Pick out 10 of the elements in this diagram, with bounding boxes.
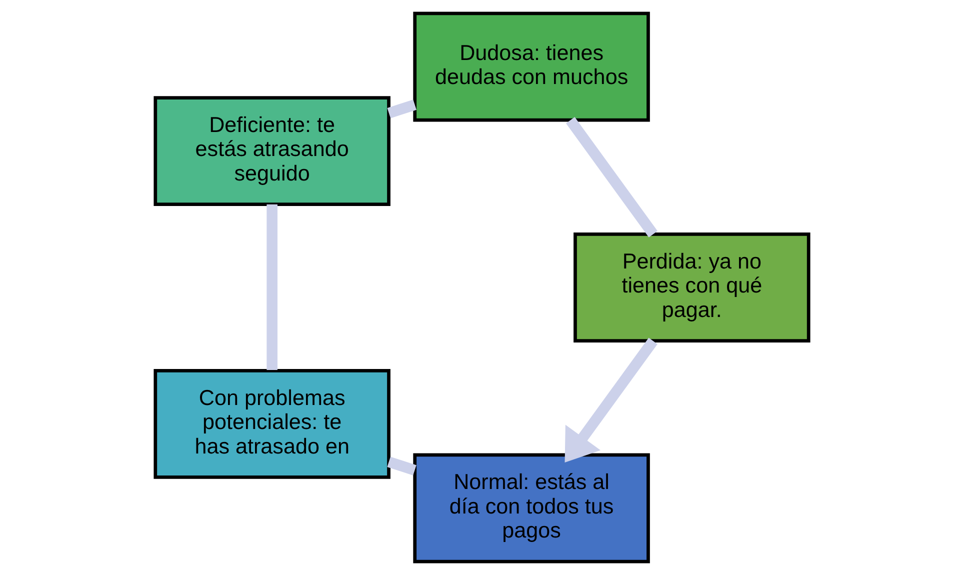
connector (387, 456, 416, 476)
arrow (564, 338, 658, 462)
connector (266, 204, 278, 370)
connector (387, 100, 416, 118)
node-box: Perdida: ya no tienes con qué pagar. (574, 232, 810, 342)
connector (566, 117, 658, 238)
node-box: Con problemas potenciales: te has atrasado en (154, 368, 390, 479)
node-box: Dudosa: tienes deudas con muchos (413, 12, 650, 122)
node-box: Deficiente: te estás atrasando seguido (154, 96, 390, 206)
node-box: Normal: estás al día con todos tus pagos (413, 453, 650, 564)
